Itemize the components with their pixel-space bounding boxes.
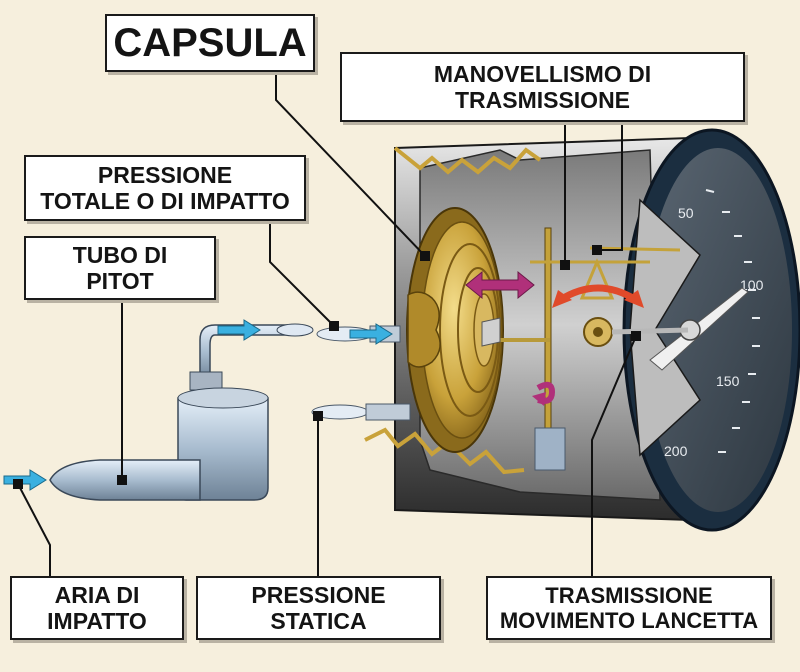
label-aria-impatto-line1: ARIA DI <box>54 581 140 608</box>
capsule <box>406 207 504 453</box>
label-trasmissione-line2: MOVIMENTO LANCETTA <box>499 608 759 633</box>
label-capsula-text: CAPSULA <box>113 21 307 65</box>
label-tubo-pitot-line1: TUBO DI <box>72 241 168 268</box>
label-trasmissione-lancetta: TRASMISSIONE MOVIMENTO LANCETTA <box>486 576 772 640</box>
label-trasmissione-line1: TRASMISSIONE <box>545 582 713 608</box>
airflow-arrows <box>3 319 393 491</box>
dial-needle <box>649 287 749 371</box>
label-aria-impatto-line2: IMPATTO <box>47 608 147 634</box>
label-pressione-statica-line2: STATICA <box>270 608 367 634</box>
label-tubo-pitot-line2: PITOT <box>86 268 154 294</box>
dial-tick-200: 200 <box>664 443 688 459</box>
leader-lines <box>17 70 637 578</box>
airspeed-dial: 50 100 150 200 <box>622 128 800 532</box>
label-tubo-pitot: TUBO DI PITOT <box>24 236 216 300</box>
transmission-linkage <box>481 227 689 471</box>
dial-tick-50: 50 <box>678 205 694 221</box>
label-capsula: CAPSULA <box>105 14 315 72</box>
label-aria-impatto: ARIA DI IMPATTO <box>10 576 184 640</box>
label-pressione-totale-line2: TOTALE O DI IMPATTO <box>40 188 290 214</box>
leader-endpoints <box>13 245 641 489</box>
dial-tick-100: 100 <box>740 277 764 293</box>
label-pressione-totale-line1: PRESSIONE <box>97 161 233 188</box>
dial-tick-150: 150 <box>716 373 740 389</box>
dial-ticks <box>705 189 760 453</box>
label-manovellismo: MANOVELLISMO DI TRASMISSIONE <box>340 52 745 122</box>
label-pressione-statica-line1: PRESSIONE <box>251 581 386 608</box>
label-manovellismo-line1: MANOVELLISMO DI <box>433 60 652 87</box>
motion-arrows <box>465 270 644 406</box>
label-pressione-totale: PRESSIONE TOTALE O DI IMPATTO <box>24 155 306 221</box>
label-manovellismo-line2: TRASMISSIONE <box>454 87 631 113</box>
pitot-tube <box>49 323 314 501</box>
label-pressione-statica: PRESSIONE STATICA <box>196 576 441 640</box>
